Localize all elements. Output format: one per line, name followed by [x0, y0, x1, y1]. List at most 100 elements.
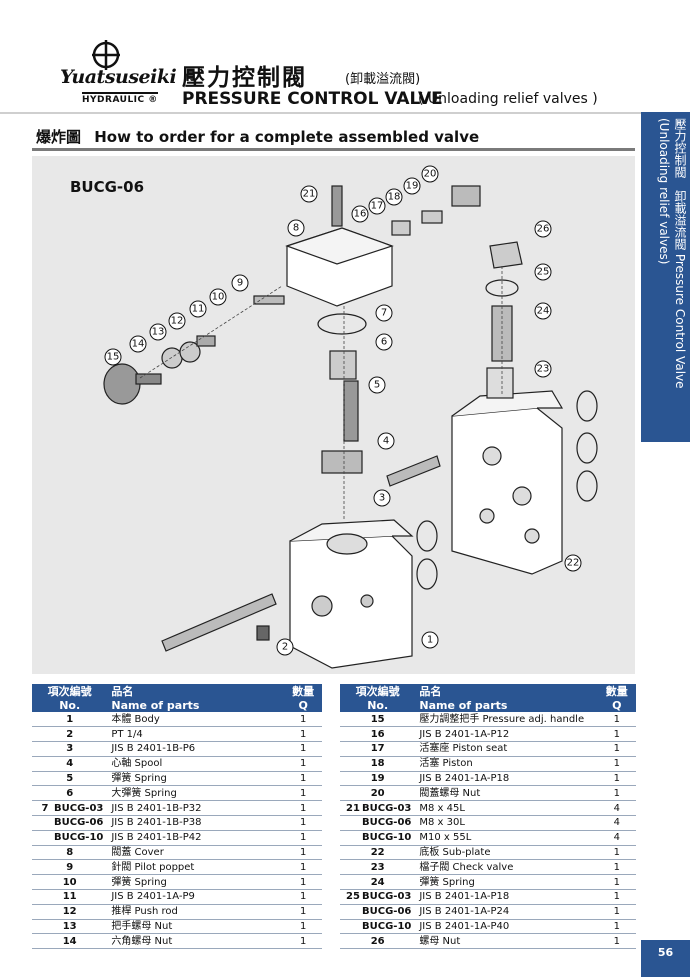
nut-26 — [489, 241, 523, 269]
svg-text:24: 24 — [537, 306, 550, 317]
svg-text:15: 15 — [107, 352, 120, 363]
section-heading-en: How to order for a complete assembled va… — [94, 128, 480, 146]
svg-text:17: 17 — [371, 201, 384, 212]
svg-text:5: 5 — [374, 380, 380, 391]
model-label: BUCG-06 — [70, 178, 145, 196]
page-header: Yuatsuseiki HYDRAULIC ® 壓力控制閥 (卸載溢流閥) PR… — [0, 0, 690, 112]
table-header-zh: 項次編號 品名 數量 — [32, 684, 322, 698]
callout-21: 21 — [300, 185, 318, 203]
sub-plate — [451, 407, 563, 575]
svg-text:10: 10 — [212, 292, 225, 303]
callout-24: 24 — [534, 302, 552, 320]
callout-8: 8 — [287, 219, 305, 237]
svg-text:16: 16 — [354, 209, 367, 220]
svg-text:12: 12 — [171, 316, 184, 327]
callout-11: 11 — [189, 300, 207, 318]
callout-10: 10 — [209, 288, 227, 306]
callout-12: 12 — [168, 312, 186, 330]
header-name-en: Name of parts — [107, 698, 285, 712]
table-header-zh: 項次編號 品名 數量 — [340, 684, 636, 698]
svg-text:2: 2 — [282, 642, 288, 653]
body-top — [289, 519, 414, 542]
exploded-view-drawing: 1 2 3 4 5 6 7 8 9 10 11 12 13 14 15 16 1… — [103, 165, 598, 669]
header-no-en: No. — [32, 698, 108, 712]
svg-text:6: 6 — [381, 337, 387, 348]
header-name-en: Name of parts — [415, 698, 598, 712]
svg-text:18: 18 — [388, 192, 401, 203]
side-tab — [641, 112, 690, 442]
callout-19: 19 — [403, 177, 421, 195]
header-no-zh: 項次編號 — [340, 684, 416, 698]
header-no-zh: 項次編號 — [32, 684, 108, 698]
bolt-right — [386, 455, 441, 487]
header-divider — [0, 112, 641, 114]
svg-text:20: 20 — [424, 169, 437, 180]
section-rule — [32, 148, 635, 151]
logo-mark-icon — [92, 40, 120, 70]
header-name-zh: 品名 — [415, 684, 598, 698]
table-header-en: No. Name of parts Q — [340, 698, 636, 712]
svg-text:3: 3 — [379, 493, 385, 504]
callout-25: 25 — [534, 263, 552, 281]
callout-5: 5 — [368, 376, 386, 394]
svg-text:11: 11 — [192, 304, 205, 315]
header-qty-zh: 數量 — [597, 684, 636, 698]
header-no-en: No. — [340, 698, 416, 712]
svg-text:1: 1 — [427, 635, 433, 646]
group-no: 25 — [346, 891, 360, 903]
header-qty-en: Q — [284, 698, 322, 712]
side-tab-label: 壓力控制閥 卸載溢流閥 Pressure Control Valve (Unlo… — [657, 118, 687, 389]
callout-1: 1 — [421, 631, 439, 649]
callout-9: 9 — [231, 274, 249, 292]
svg-text:19: 19 — [406, 181, 419, 192]
callout-26: 26 — [534, 220, 552, 238]
svg-text:14: 14 — [132, 339, 145, 350]
brand-sub: HYDRAULIC ® — [82, 92, 158, 105]
svg-text:21: 21 — [303, 189, 316, 200]
callout-18: 18 — [385, 188, 403, 206]
svg-text:8: 8 — [293, 223, 299, 234]
exploded-diagram: BUCG-06 — [32, 156, 635, 674]
section-heading: 爆炸圖 How to order for a complete assemble… — [36, 126, 479, 147]
page-title-en: PRESSURE CONTROL VALVE — [182, 89, 443, 109]
callout-20: 20 — [421, 165, 439, 183]
svg-text:4: 4 — [383, 436, 389, 447]
callout-22: 22 — [564, 554, 582, 572]
callout-15: 15 — [104, 348, 122, 366]
callout-3: 3 — [373, 489, 391, 507]
callout-13: 13 — [149, 323, 167, 341]
section-heading-zh: 爆炸圖 — [36, 128, 82, 146]
callout-14: 14 — [129, 335, 147, 353]
svg-text:26: 26 — [537, 224, 550, 235]
svg-text:25: 25 — [537, 267, 550, 278]
